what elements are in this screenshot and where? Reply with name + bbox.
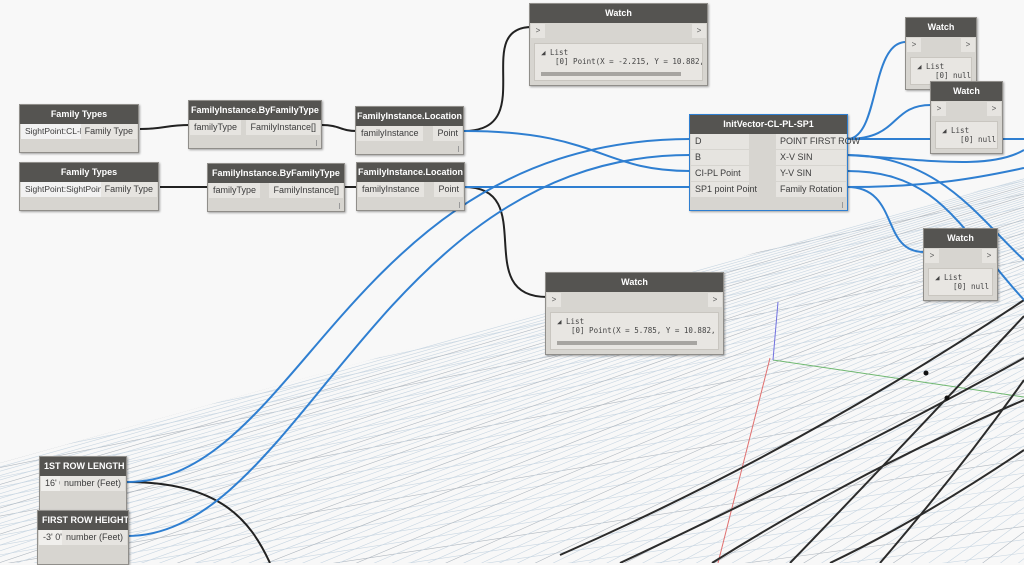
horizontal-scrollbar[interactable]	[541, 72, 681, 76]
input-port[interactable]: >	[925, 249, 939, 263]
input-port-family-instance[interactable]: familyInstance	[358, 182, 424, 197]
lacing-indicator	[459, 202, 460, 208]
collapse-triangle-icon[interactable]: ◢	[942, 126, 947, 135]
input-port[interactable]: >	[932, 102, 946, 116]
lacing-indicator	[842, 202, 843, 208]
preview-point	[923, 370, 929, 376]
output-port-number[interactable]: number (Feet)	[61, 530, 127, 545]
watch-output-panel: ◢ List [0] Point(X = 5.785, Y = 10.882, …	[550, 312, 719, 350]
watch-node-1[interactable]: Watch > > ◢ List [0] Point(X = -2.215, Y…	[529, 3, 708, 86]
node-title: Family Types	[20, 105, 138, 124]
node-title: Family Types	[20, 163, 158, 182]
node-title: Watch	[924, 229, 997, 248]
output-port[interactable]: >	[708, 293, 722, 307]
node-title: Watch	[530, 4, 707, 23]
list-label: List	[566, 317, 585, 326]
list-item: [0] Point(X = 5.785, Y = 10.882, Z ·	[571, 326, 719, 335]
input-port-family-instance[interactable]: familyInstance	[357, 126, 423, 141]
output-port-family-instance[interactable]: FamilyInstance[]	[246, 120, 320, 135]
list-label: List	[926, 62, 945, 71]
lacing-indicator	[339, 203, 340, 209]
dropdown-value: SightPoint:SightPoint1	[25, 184, 110, 194]
node-title: 1ST ROW LENGTH (D)	[40, 457, 126, 476]
family-types-node-1[interactable]: Family Types SightPoint:CL-PL⌄ Family Ty…	[19, 104, 139, 153]
lacing-indicator	[458, 146, 459, 152]
family-types-node-2[interactable]: Family Types SightPoint:SightPoint1⌄ Fam…	[19, 162, 159, 211]
node-title: FIRST ROW HEIGHT (B)	[38, 511, 128, 530]
y-axis-line	[772, 359, 1024, 398]
watch-output-panel: ◢ List [0] null	[935, 121, 998, 149]
input-port[interactable]: >	[547, 293, 561, 307]
node-title: FamilyInstance.ByFamilyType	[208, 164, 344, 183]
node-title: InitVector-CL-PL-SP1	[690, 115, 847, 134]
output-port[interactable]: >	[982, 249, 996, 263]
watch-output-panel: ◢ List [0] null	[928, 268, 993, 296]
watch-node-3[interactable]: Watch > > ◢ List [0] null	[905, 17, 977, 90]
input-port-ci-pl-point[interactable]: CI-PL Point	[691, 166, 749, 181]
output-port[interactable]: >	[961, 38, 975, 52]
preview-point	[944, 395, 950, 401]
output-port-family-type[interactable]: Family Type	[100, 182, 157, 197]
output-port-family-rotation[interactable]: Family Rotation	[776, 182, 846, 197]
collapse-triangle-icon[interactable]: ◢	[935, 273, 940, 282]
family-instance-by-family-type-node-1[interactable]: FamilyInstance.ByFamilyType familyType F…	[188, 100, 322, 149]
family-instance-location-node-2[interactable]: FamilyInstance.Location familyInstance P…	[356, 162, 465, 211]
node-title: FamilyInstance.Location	[356, 107, 463, 126]
list-item: [0] null	[960, 135, 997, 144]
watch-output-panel: ◢ List [0] null	[910, 57, 972, 85]
list-item: [0] null	[953, 282, 990, 291]
watch-node-4[interactable]: Watch > > ◢ List [0] null	[930, 81, 1003, 154]
x-axis-line	[717, 357, 771, 563]
z-axis-line	[772, 301, 779, 361]
collapse-triangle-icon[interactable]: ◢	[917, 62, 922, 71]
output-port-family-type[interactable]: Family Type	[80, 124, 137, 139]
init-vector-custom-node[interactable]: InitVector-CL-PL-SP1 D POINT FIRST ROW B…	[689, 114, 860, 211]
input-port-family-type[interactable]: familyType	[190, 120, 242, 135]
list-label: List	[951, 126, 970, 135]
collapse-triangle-icon[interactable]: ◢	[557, 317, 562, 326]
input-port[interactable]: >	[531, 24, 545, 38]
input-port-d[interactable]: D	[691, 134, 749, 149]
node-title: Watch	[931, 82, 1002, 101]
family-instance-location-node-1[interactable]: FamilyInstance.Location familyInstance P…	[355, 106, 464, 155]
input-port-b[interactable]: B	[691, 150, 749, 165]
output-port-point[interactable]: Point	[434, 182, 463, 197]
dropdown-value: SightPoint:CL-PL	[25, 126, 91, 136]
output-port-point[interactable]: Point	[433, 126, 462, 141]
output-port[interactable]: >	[692, 24, 706, 38]
output-port-number[interactable]: number (Feet)	[59, 476, 125, 491]
lacing-indicator	[316, 140, 317, 146]
watch-node-2[interactable]: Watch > > ◢ List [0] Point(X = 5.785, Y …	[545, 272, 724, 355]
watch-output-panel: ◢ List [0] Point(X = -2.215, Y = 10.882,…	[534, 43, 703, 81]
list-item: [0] Point(X = -2.215, Y = 10.882, Z	[555, 57, 703, 66]
list-label: List	[944, 273, 963, 282]
node-title: Watch	[546, 273, 723, 292]
horizontal-scrollbar[interactable]	[557, 341, 697, 345]
list-label: List	[550, 48, 569, 57]
output-port-family-instance[interactable]: FamilyInstance[]	[269, 183, 343, 198]
node-title: FamilyInstance.ByFamilyType	[189, 101, 321, 120]
output-port[interactable]: >	[987, 102, 1001, 116]
first-row-length-input-node[interactable]: 1ST ROW LENGTH (D) 16' 0" number (Feet)	[39, 456, 127, 511]
node-title: FamilyInstance.Location	[357, 163, 464, 182]
watch-node-5[interactable]: Watch > > ◢ List [0] null	[923, 228, 998, 301]
input-port-sp1-point[interactable]: SP1 point Point	[691, 182, 757, 197]
output-port-x-v-sin[interactable]: X-V SIN	[776, 150, 846, 165]
node-title: Watch	[906, 18, 976, 37]
first-row-height-input-node[interactable]: FIRST ROW HEIGHT (B) -3' 0" number (Feet…	[37, 510, 129, 565]
family-instance-by-family-type-node-2[interactable]: FamilyInstance.ByFamilyType familyType F…	[207, 163, 345, 212]
input-port-family-type[interactable]: familyType	[209, 183, 261, 198]
collapse-triangle-icon[interactable]: ◢	[541, 48, 546, 57]
output-port-point-first-row[interactable]: POINT FIRST ROW	[776, 134, 860, 149]
output-port-y-v-sin[interactable]: Y-V SIN	[776, 166, 846, 181]
input-port[interactable]: >	[907, 38, 921, 52]
list-item: [0] null	[935, 71, 972, 80]
